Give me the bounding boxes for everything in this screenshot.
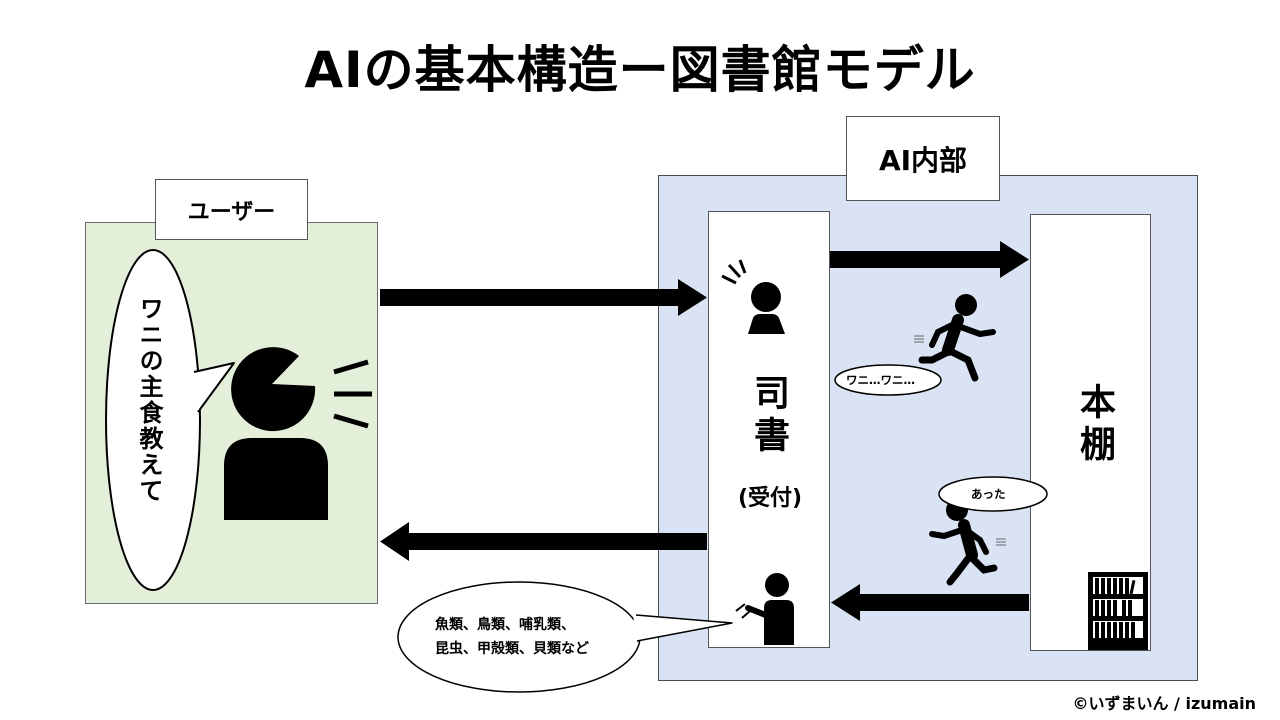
user-person-icon [224,347,372,520]
runner-to-librarian-icon [929,499,1006,586]
runner-top-bubble [834,364,942,396]
arrow-librarian-to-bookshelf [830,241,1029,278]
bookshelf-icon [1088,572,1148,650]
runner-bottom-bubble [938,476,1048,512]
librarian-person-icon [721,259,785,334]
ai-internal-label: AI内部 [846,116,1000,201]
arrow-user-to-librarian [380,279,707,316]
answer-speech-bubble [397,581,733,693]
arrow-bookshelf-to-librarian [831,584,1029,621]
librarian-answering-icon [735,573,794,645]
bookshelf-label: 本棚 [1074,383,1115,467]
user-speech-text: ワニの主食教えて [135,296,163,504]
page-title: AIの基本構造ー図書館モデル [304,41,976,99]
librarian-sublabel: (受付) [737,486,803,511]
runner-bottom-speech: あった [971,487,1006,501]
credit: ©いずまいん / izumain [1072,694,1256,713]
answer-line-2: 昆虫、甲殻類、貝類など [435,641,589,657]
arrow-librarian-to-user [380,522,707,561]
user-speech-bubble [105,249,235,591]
answer-line-1: 魚類、鳥類、哺乳類、 [435,617,575,633]
user-label: ユーザー [155,179,308,240]
librarian-label: 司書 [748,374,789,458]
runner-to-bookshelf-icon [914,294,996,382]
runner-top-speech: ワニ…ワニ… [846,373,915,387]
